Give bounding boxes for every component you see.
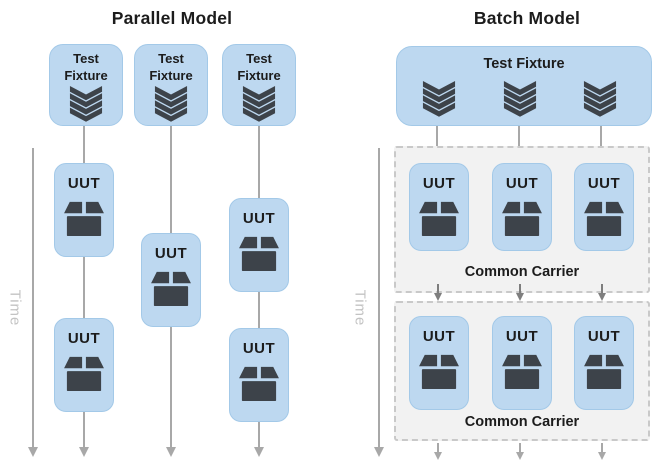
open-box-icon (151, 271, 191, 307)
uut-label: UUT (242, 340, 276, 357)
batch-model-title: Batch Model (473, 8, 581, 28)
chevrons-down-icon (154, 86, 188, 122)
open-box-icon (64, 201, 104, 237)
arrow-down-icon (374, 447, 384, 457)
uut-label: UUT (505, 328, 539, 345)
arrow-down-icon (79, 447, 89, 457)
open-box-icon (64, 356, 104, 392)
fixture-connector (518, 126, 520, 147)
uut-box: UUT (574, 163, 634, 251)
fixture-label-line1: Test (73, 51, 99, 66)
chevrons-down-icon (583, 81, 617, 117)
uut-label: UUT (587, 328, 621, 345)
uut-label: UUT (67, 175, 101, 192)
common-carrier-box: UUT UUT UUT Common Carrier (394, 146, 650, 293)
uut-label: UUT (587, 175, 621, 192)
uut-box: UUT (409, 163, 469, 251)
fixture-label-line2: Fixture (237, 68, 281, 83)
uut-label: UUT (67, 330, 101, 347)
test-fixture-box: Test Fixture (49, 44, 123, 126)
parallel-model-title: Parallel Model (111, 8, 233, 28)
uut-label: UUT (242, 210, 276, 227)
time-axis-line (32, 148, 34, 448)
chevrons-down-icon (422, 81, 456, 117)
time-label: Time (6, 289, 24, 327)
fixture-label-line1: Test (246, 51, 272, 66)
uut-label: UUT (422, 328, 456, 345)
arrow-down-icon (434, 452, 442, 460)
chevrons-down-icon (69, 86, 103, 122)
carrier-output-arrow (601, 443, 603, 453)
common-carrier-box: UUT UUT UUT Common Carrier (394, 301, 650, 441)
test-fixture-box: Test Fixture (134, 44, 208, 126)
arrow-down-icon (434, 293, 442, 301)
fixture-label: Test Fixture (483, 56, 565, 72)
carrier-transfer-arrow (601, 284, 603, 294)
arrow-down-icon (254, 447, 264, 457)
open-box-icon (239, 236, 279, 272)
arrow-down-icon (598, 293, 606, 301)
uut-box: UUT (229, 328, 289, 422)
uut-label: UUT (422, 175, 456, 192)
arrow-down-icon (516, 452, 524, 460)
uut-label: UUT (154, 245, 188, 262)
time-axis-line (378, 148, 380, 448)
carrier-output-arrow (519, 443, 521, 453)
chevrons-down-icon (242, 86, 276, 122)
open-box-icon (419, 354, 459, 390)
uut-box: UUT (492, 163, 552, 251)
open-box-icon (239, 366, 279, 402)
arrow-down-icon (598, 452, 606, 460)
test-fixture-box: Test Fixture (222, 44, 296, 126)
open-box-icon (419, 201, 459, 237)
uut-box: UUT (54, 318, 114, 412)
uut-label: UUT (505, 175, 539, 192)
open-box-icon (584, 201, 624, 237)
open-box-icon (502, 201, 542, 237)
uut-box: UUT (492, 316, 552, 410)
fixture-label-line2: Fixture (64, 68, 108, 83)
arrow-down-icon (516, 293, 524, 301)
carrier-label: Common Carrier (464, 414, 580, 430)
arrow-down-icon (166, 447, 176, 457)
uut-box: UUT (141, 233, 201, 327)
chevrons-down-icon (503, 81, 537, 117)
test-fixture-box: Test Fixture (396, 46, 652, 126)
column-timeline (83, 126, 85, 448)
open-box-icon (584, 354, 624, 390)
uut-box: UUT (409, 316, 469, 410)
open-box-icon (502, 354, 542, 390)
carrier-transfer-arrow (437, 284, 439, 294)
uut-box: UUT (54, 163, 114, 257)
carrier-transfer-arrow (519, 284, 521, 294)
arrow-down-icon (28, 447, 38, 457)
time-label: Time (351, 289, 369, 327)
fixture-label-line2: Fixture (149, 68, 193, 83)
uut-box: UUT (574, 316, 634, 410)
carrier-output-arrow (437, 443, 439, 453)
fixture-connector (600, 126, 602, 147)
fixture-connector (436, 126, 438, 147)
uut-box: UUT (229, 198, 289, 292)
carrier-label: Common Carrier (464, 264, 580, 280)
fixture-label-line1: Test (158, 51, 184, 66)
